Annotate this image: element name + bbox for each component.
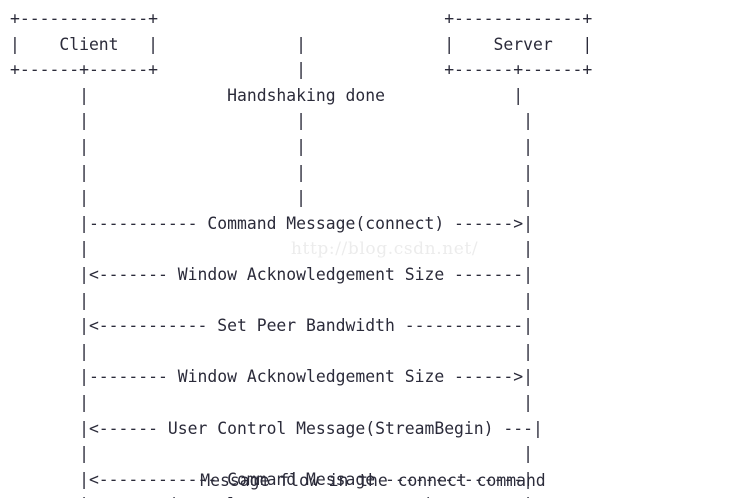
diagram-caption: Message flow in the connect command bbox=[200, 471, 546, 490]
ascii-sequence-diagram: +-------------+ +-------------+ | Client… bbox=[10, 9, 593, 498]
